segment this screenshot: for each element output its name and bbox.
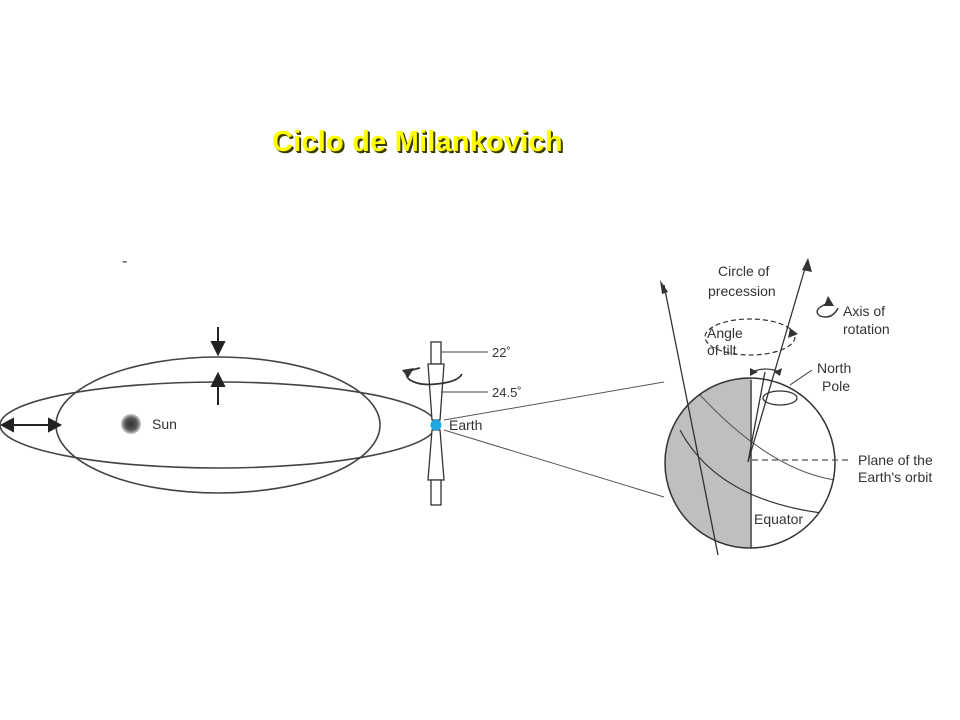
angle-label-2: of tilt — [707, 342, 737, 358]
circle-label-2: precession — [708, 283, 776, 299]
page-title: Ciclo de Milankovich — [272, 126, 563, 158]
axis-spin-arrow — [816, 303, 839, 318]
north-pole-rotation — [762, 390, 798, 406]
pole-label-1: North — [817, 360, 851, 376]
tilt-min-label: 22˚ — [492, 345, 511, 360]
eccentricity-horizontal-arrow — [0, 417, 63, 433]
axis-rotation-arrowhead — [402, 368, 414, 378]
tilt-max-label: 24.5˚ — [492, 385, 522, 400]
earth-dot — [430, 419, 442, 431]
sun-icon — [121, 414, 141, 434]
eccentricity-vertical-arrows — [210, 327, 226, 405]
dash-mark: - — [122, 253, 127, 270]
precession-circle — [704, 318, 796, 356]
axis-label-2: rotation — [843, 321, 890, 337]
plane-label-2: Earth's orbit — [858, 469, 932, 485]
axis-label-1: Axis of — [843, 303, 885, 319]
zoom-line-top — [443, 381, 665, 421]
zoom-line-bottom — [443, 429, 665, 498]
pole-label-2: Pole — [822, 378, 850, 394]
sun-label: Sun — [152, 416, 177, 432]
rotation-axis-line — [747, 264, 807, 463]
earth-label: Earth — [449, 417, 482, 433]
circle-label-1: Circle of — [718, 263, 769, 279]
equator-label: Equator — [754, 511, 803, 527]
orbit-normal-line — [663, 284, 719, 556]
equator-line — [679, 429, 835, 516]
plane-label-1: Plane of the — [858, 452, 933, 468]
obliquity-axis — [427, 341, 445, 506]
angle-label-1: Angle — [707, 325, 743, 341]
